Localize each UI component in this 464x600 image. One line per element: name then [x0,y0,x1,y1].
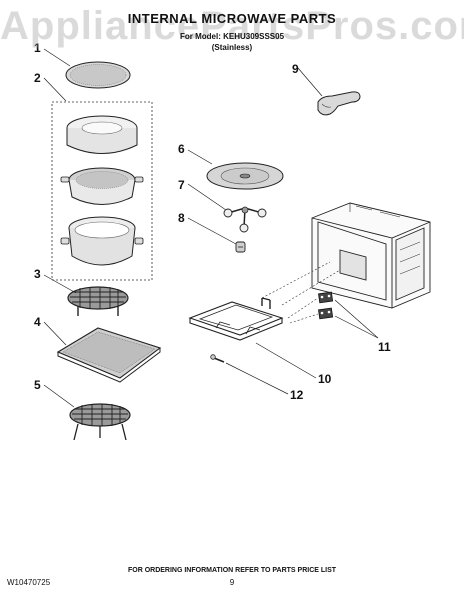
part-11-bracket-lower[interactable] [318,307,334,320]
leader-lines [43,48,379,408]
page-number: 9 [229,578,235,587]
watermark-text: AppliancePartsPros.com [0,4,464,48]
callout-6: 6 [178,142,185,156]
callout-7: 7 [178,178,185,192]
part-3-low-rack[interactable] [67,286,129,316]
finish-line: (Stainless) [211,43,253,52]
callout-3: 3 [34,267,41,281]
ordering-note: FOR ORDERING INFORMATION REFER TO PARTS … [127,567,337,574]
part-7-turntable-support[interactable] [223,206,267,233]
callout-12: 12 [290,388,304,402]
part-5-high-rack[interactable] [69,403,131,441]
callout-10: 10 [318,372,332,386]
part-2-steamer-basket[interactable] [60,167,144,205]
page-title: INTERNAL MICROWAVE PARTS [127,11,337,26]
part-4-tray[interactable] [56,327,162,383]
part-2-steamer-lid[interactable] [66,115,138,154]
callout-labels: 1 2 3 4 5 6 7 8 9 10 11 12 [34,41,391,402]
callout-11: 11 [378,340,391,354]
part-9-lever[interactable] [317,91,361,116]
callout-2: 2 [34,71,41,85]
part-10-heating-element[interactable] [188,297,284,341]
part-1-mesh-cover[interactable] [65,61,131,89]
microwave-cavity-frame [311,202,431,309]
part-11-bracket-upper[interactable] [318,291,334,304]
part-12-screw[interactable] [210,354,225,363]
model-line: For Model: KEHU309SSS05 [179,32,285,41]
callout-5: 5 [34,378,41,392]
part-2-group-box [51,101,153,281]
callout-4: 4 [34,315,41,329]
callout-8: 8 [178,211,185,225]
part-6-turntable[interactable] [206,162,284,190]
document-number: W10470725 [7,578,51,587]
callout-1: 1 [34,41,41,55]
part-8-coupler[interactable] [235,241,246,253]
part-2-steamer-bowl[interactable] [60,216,144,266]
callout-9: 9 [292,62,299,76]
assembly-guide-lines [261,261,341,324]
